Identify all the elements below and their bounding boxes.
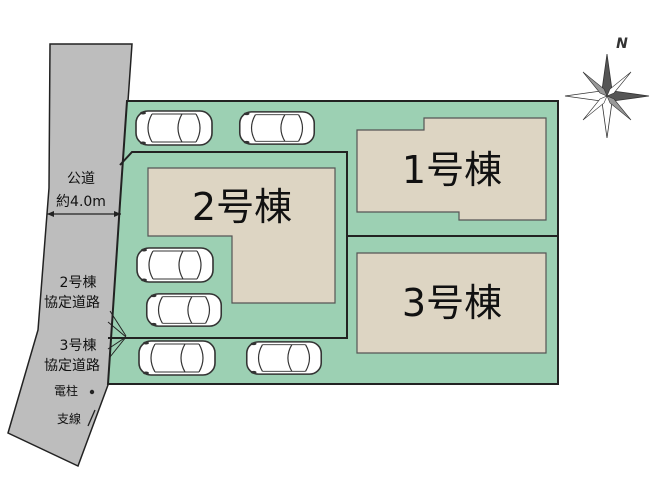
car-parking-4 <box>145 293 223 327</box>
road-name-label: 公道 <box>67 171 95 187</box>
public-road <box>7 43 133 468</box>
leader-line-b2 <box>109 310 127 337</box>
building-3 <box>356 252 547 354</box>
compass-north-label: N <box>616 36 628 52</box>
building-2 <box>147 167 336 304</box>
leader-line-b3 <box>109 336 127 358</box>
road-width-arrow-right <box>114 211 121 217</box>
shared-road-b3-line2: 協定道路 <box>44 358 100 374</box>
building-1 <box>356 117 547 221</box>
building-1-label: 1号棟 <box>402 148 502 192</box>
entrance-mark-2 <box>107 336 127 350</box>
lot-boundary-b2 <box>108 151 348 339</box>
utility-pole-label: 電柱 <box>54 383 78 398</box>
car-parking-3 <box>136 247 214 283</box>
entrance-mark-1 <box>107 321 127 338</box>
compass-rose <box>564 53 650 139</box>
utility-pole-icon <box>89 389 95 395</box>
car-parking-6 <box>245 341 323 375</box>
car-parking-1 <box>135 110 213 146</box>
shared-road-b2-line1: 2号棟 <box>60 275 97 291</box>
shared-road-b3-line1: 3号棟 <box>60 338 97 354</box>
building-3-label: 3号棟 <box>402 281 502 325</box>
car-parking-5 <box>138 340 216 376</box>
building-2-label: 2号棟 <box>192 185 292 229</box>
guy-wire-label: 支線 <box>57 411 81 426</box>
shared-road-b2-line2: 協定道路 <box>44 295 100 311</box>
car-parking-2 <box>238 111 316 145</box>
road-width-arrow-left <box>47 211 54 217</box>
road-width-label: 約4.0m <box>56 194 106 210</box>
guy-wire-icon <box>87 409 96 427</box>
